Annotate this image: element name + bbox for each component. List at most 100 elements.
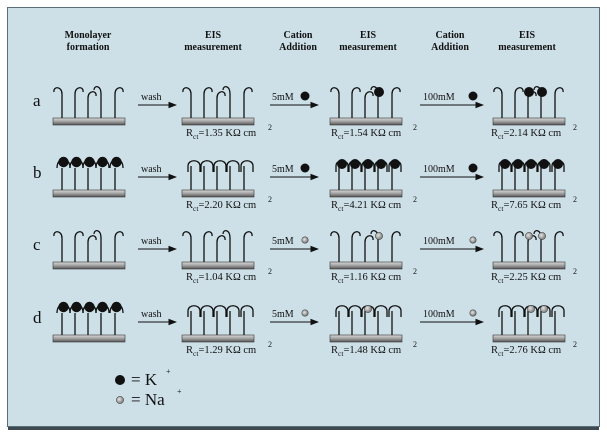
column-header-line: Addition <box>279 42 317 53</box>
arrow-label: wash <box>141 309 162 320</box>
gold-substrate <box>329 117 403 126</box>
gold-substrate <box>492 117 566 126</box>
gold-substrate <box>492 189 566 198</box>
probe-head <box>226 305 240 317</box>
probe-head <box>551 305 565 317</box>
bound-probe-bead <box>71 301 82 313</box>
probe-head <box>388 305 402 317</box>
probe-head <box>554 87 564 95</box>
unit-exponent: 2 <box>573 340 577 349</box>
potassium-ion <box>376 159 386 169</box>
bound-probe-bead <box>111 156 122 168</box>
arrow-label: 100mM <box>423 164 455 175</box>
probe-head <box>114 87 124 95</box>
unit-exponent: 2 <box>268 123 272 132</box>
unit-exponent: 2 <box>268 340 272 349</box>
probe-head <box>514 87 524 95</box>
gold-substrate <box>181 334 255 343</box>
bound-probe-bead <box>84 301 95 313</box>
gold-substrate <box>181 261 255 270</box>
probe-head <box>187 305 201 317</box>
diagram-panel <box>7 7 600 430</box>
potassium-ion <box>539 159 549 169</box>
probe-head <box>243 87 253 95</box>
unit-exponent: 2 <box>573 267 577 276</box>
column-header-line: Addition <box>431 42 469 53</box>
arrow-label: 100mM <box>423 309 455 320</box>
row-label: d <box>33 308 42 327</box>
arrow-label: 5mM <box>272 164 294 175</box>
potassium-ion <box>363 159 373 169</box>
bound-probe-bead <box>58 156 69 168</box>
gold-substrate <box>329 261 403 270</box>
probe-head <box>364 91 374 99</box>
gold-substrate <box>52 117 126 126</box>
column-header-line: EIS <box>519 30 536 41</box>
gold-substrate <box>329 334 403 343</box>
bound-probe-bead <box>97 301 108 313</box>
potassium-ion <box>537 87 547 97</box>
charge-transfer-resistance: Rct=1.29 KΩ cm <box>186 345 256 358</box>
column-header-line: EIS <box>360 30 377 41</box>
charge-transfer-resistance: Rct=1.48 KΩ cm <box>331 345 401 358</box>
gold-substrate <box>181 189 255 198</box>
gold-substrate <box>181 117 255 126</box>
bound-probe-bead <box>71 156 82 168</box>
arrow-label: 5mM <box>272 92 294 103</box>
column-header-line: Cation <box>436 30 465 41</box>
potassium-ion <box>468 91 478 101</box>
probe-head <box>216 91 226 99</box>
sodium-ion <box>538 232 546 240</box>
probe-head <box>240 160 254 172</box>
probe-head <box>330 231 340 239</box>
potassium-ion <box>468 163 478 173</box>
potassium-ion <box>500 159 510 169</box>
probe-head <box>226 160 240 172</box>
sodium-ion <box>364 305 372 313</box>
charge-transfer-resistance: Rct=2.14 KΩ cm <box>491 128 561 141</box>
probe-head <box>213 160 227 172</box>
probe-head <box>351 231 361 239</box>
probe-head <box>74 87 84 95</box>
probe-head <box>216 235 226 243</box>
unit-exponent: 2 <box>268 195 272 204</box>
sodium-ion <box>375 232 383 240</box>
potassium-ion <box>513 159 523 169</box>
probe-head <box>493 231 503 239</box>
sodium-ion <box>469 309 477 317</box>
column-header-line: measurement <box>184 42 242 53</box>
charge-transfer-resistance: Rct=2.20 KΩ cm <box>186 200 256 213</box>
unit-exponent: 2 <box>413 267 417 276</box>
probe-head <box>374 305 388 317</box>
charge-transfer-resistance: Rct=1.04 KΩ cm <box>186 272 256 285</box>
arrow-label: wash <box>141 164 162 175</box>
probe-head <box>213 305 227 317</box>
probe-head <box>53 231 63 239</box>
arrow-label: wash <box>141 236 162 247</box>
bound-probe-bead <box>97 156 108 168</box>
sodium-ion <box>469 236 477 244</box>
charge-transfer-resistance: Rct=4.21 KΩ cm <box>331 200 401 213</box>
potassium-ion <box>553 159 563 169</box>
arrow-label: 100mM <box>423 236 455 247</box>
potassium-ion <box>390 159 400 169</box>
probe-head <box>200 305 214 317</box>
probe-head <box>330 87 340 95</box>
arrow-label: 5mM <box>272 309 294 320</box>
sodium-ion <box>540 305 548 313</box>
probe-head <box>182 231 192 239</box>
legend-charge: + <box>177 387 182 396</box>
column-header-line: formation <box>67 42 110 53</box>
probe-head <box>182 87 192 95</box>
charge-transfer-resistance: Rct=2.76 KΩ cm <box>491 345 561 358</box>
unit-exponent: 2 <box>413 195 417 204</box>
potassium-ion <box>115 375 125 385</box>
potassium-ion <box>300 163 310 173</box>
charge-transfer-resistance: Rct=7.65 KΩ cm <box>491 200 561 213</box>
column-header-line: EIS <box>205 30 222 41</box>
probe-head <box>351 87 361 95</box>
